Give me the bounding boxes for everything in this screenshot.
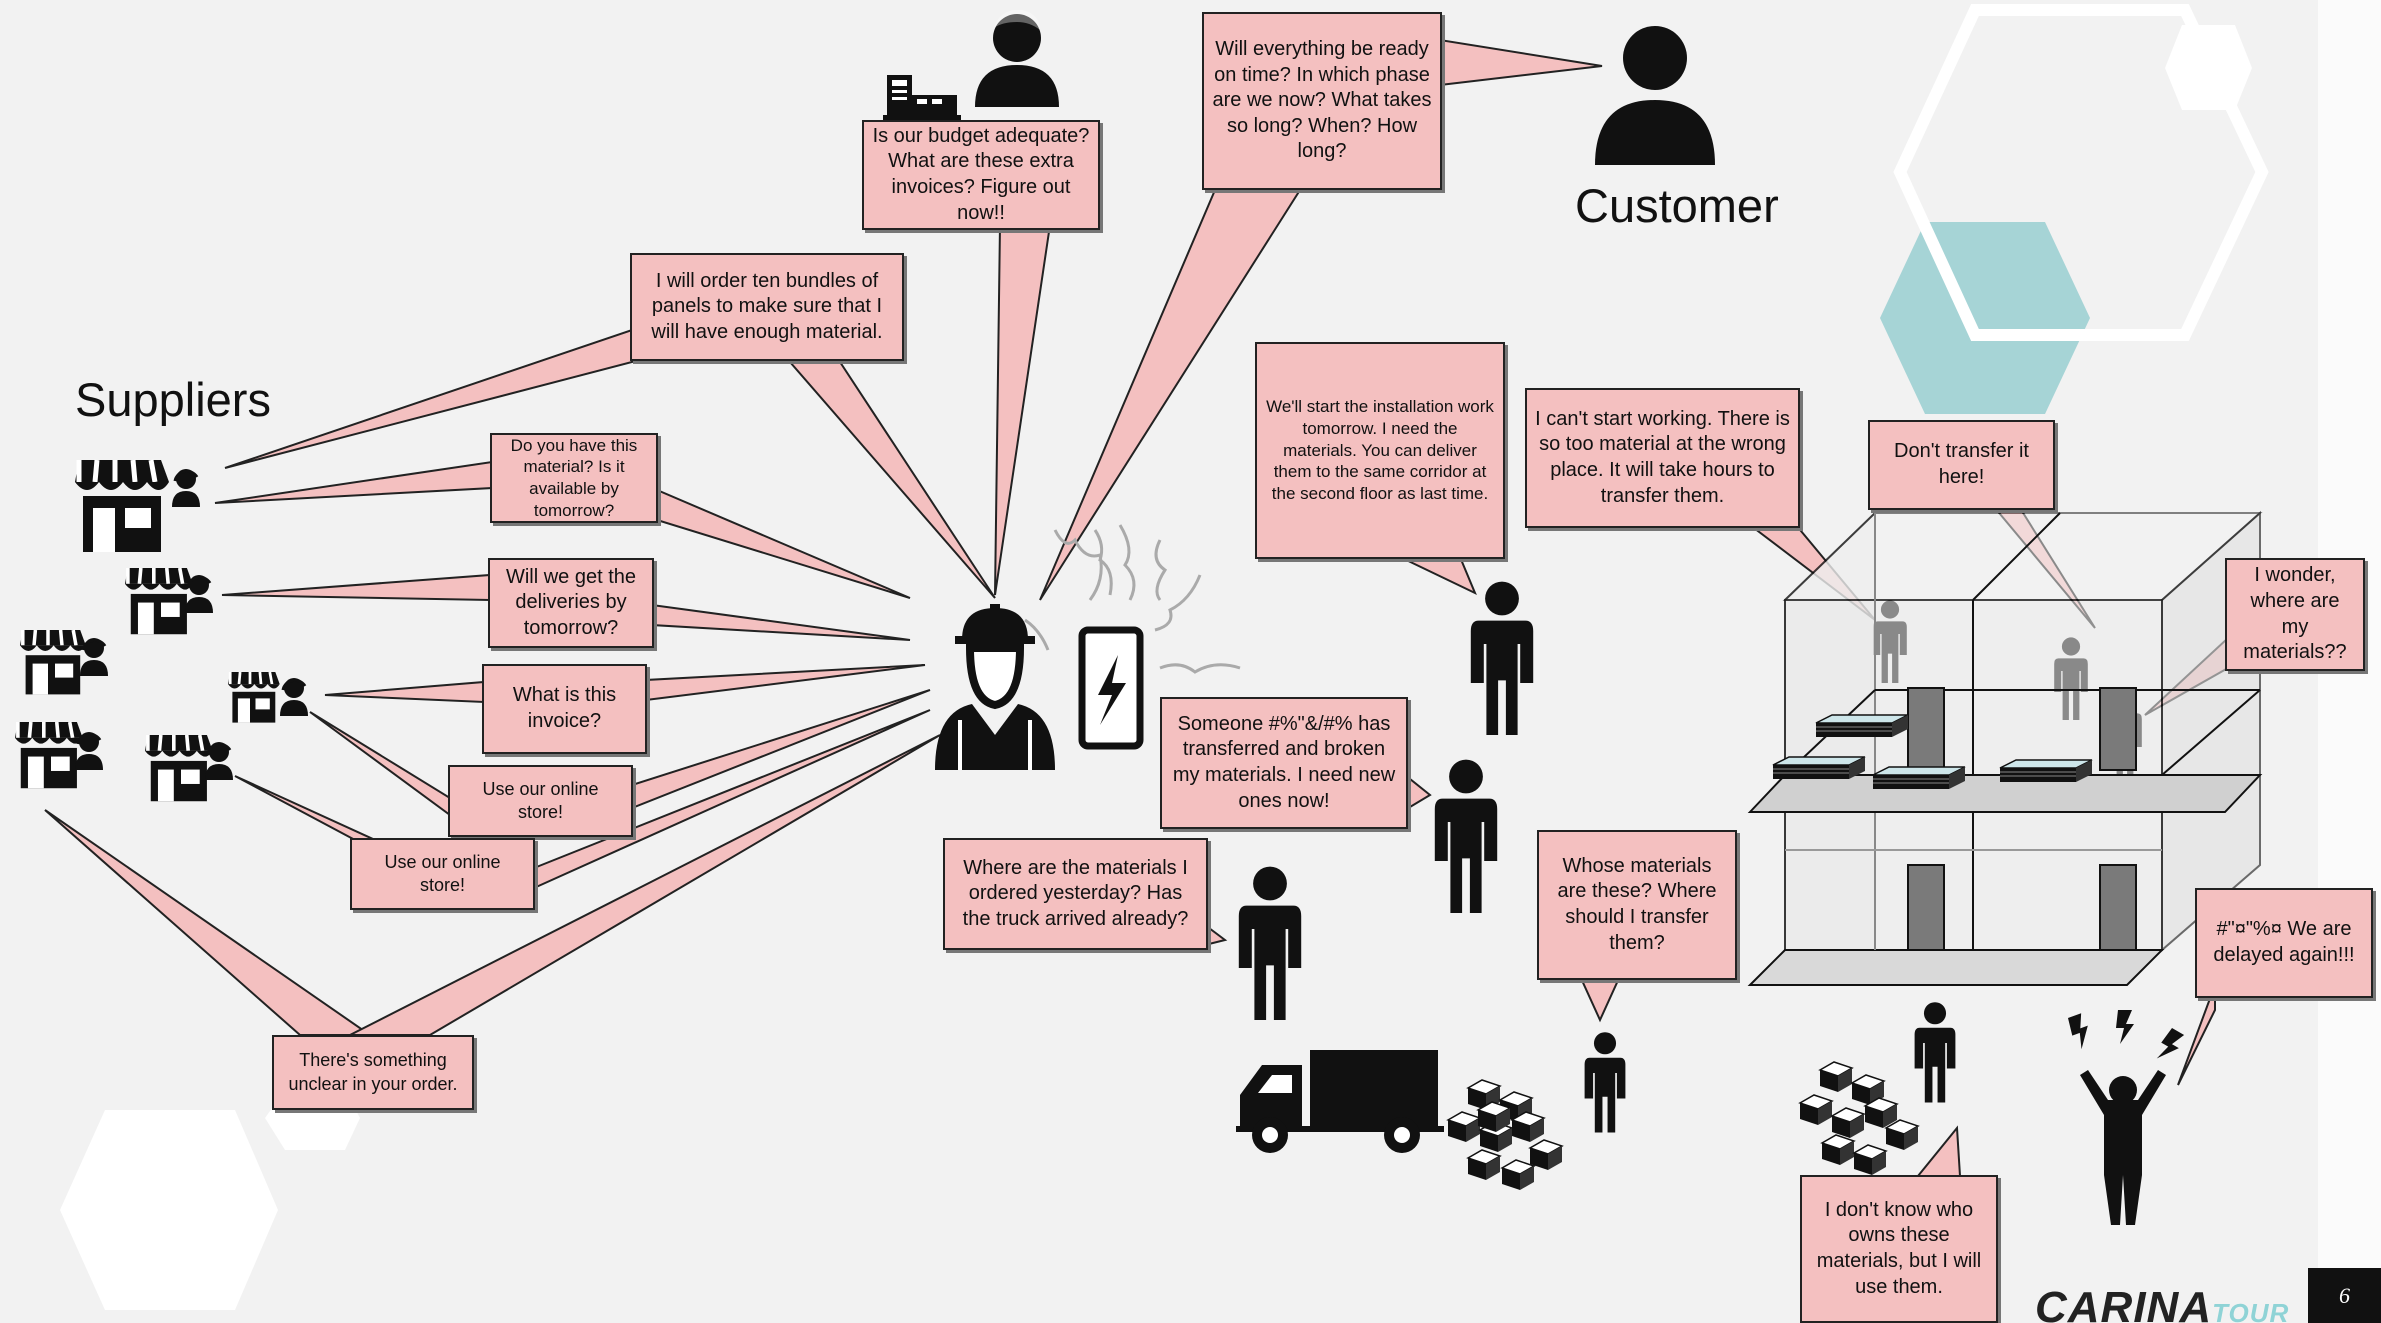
person-headset-icon: [78, 636, 110, 678]
store-icon: [226, 670, 282, 724]
dont-transfer-bubble: Don't transfer it here!: [1868, 420, 2055, 510]
brand-main: CARINA: [2035, 1283, 2213, 1323]
brand-sub: TOUR: [2212, 1298, 2290, 1323]
broken-materials-bubble: Someone #%"&/#% has transferred and brok…: [1160, 697, 1408, 829]
person-icon: [1914, 1002, 1956, 1103]
brand-logo: CARINATOUR: [2035, 1283, 2289, 1323]
store-icon: [123, 566, 195, 637]
hexagon-decoration: [1880, 222, 2090, 414]
boxes-icon: [1872, 766, 1966, 790]
cant-start-bubble: I can't start working. There is so too m…: [1525, 388, 1800, 528]
person-headset-icon: [183, 573, 215, 615]
building-icon: [1747, 510, 2263, 986]
hexagon-decoration: [2165, 25, 2252, 110]
person-icon: [975, 9, 1059, 107]
person-headset-icon: [278, 676, 310, 718]
unclear-order-bubble: There's something unclear in your order.: [272, 1035, 474, 1110]
where-materials-bubble: Where are the materials I ordered yester…: [943, 838, 1208, 950]
deliveries-bubble: Will we get the deliveries by tomorrow?: [488, 558, 654, 648]
store-icon: [143, 733, 215, 804]
lightning-icon: [2066, 1012, 2095, 1051]
delayed-bubble: #"¤"%¤ We are delayed again!!!: [2195, 888, 2373, 998]
boxes-icon: [1799, 1061, 1919, 1176]
wonder-bubble: I wonder, where are my materials??: [2225, 558, 2365, 671]
hexagon-decoration: [1893, 4, 2269, 341]
boxes-icon: [1815, 714, 1909, 738]
hexagon-decoration: [60, 1110, 278, 1310]
lightning-icon: [2116, 1010, 2134, 1044]
phone-lightning-icon: [1024, 524, 1241, 750]
suppliers-label: Suppliers: [75, 373, 271, 426]
person-icon: [2080, 1070, 2166, 1225]
dont-know-bubble: I don't know who owns these materials, b…: [1800, 1175, 1998, 1323]
boxes-icon: [1447, 1079, 1563, 1191]
person-headset-icon: [203, 740, 235, 782]
order-panels-bubble: I will order ten bundles of panels to ma…: [630, 253, 904, 361]
material-available-bubble: Do you have this material? Is it availab…: [490, 433, 658, 523]
whose-materials-bubble: Whose materials are these? Where should …: [1537, 830, 1737, 980]
installation-bubble: We'll start the installation work tomorr…: [1255, 342, 1505, 559]
store-icon: [75, 460, 169, 552]
invoice-bubble: What is this invoice?: [482, 664, 647, 754]
person-icon: [1238, 866, 1302, 1020]
lightning-icon: [2153, 1027, 2186, 1066]
person-icon: [1434, 759, 1498, 913]
budget-bubble: Is our budget adequate? What are these e…: [862, 120, 1100, 230]
person-icon: [1595, 26, 1715, 165]
worker-helmet-icon: [935, 604, 1055, 770]
customer-label: Customer: [1575, 179, 1779, 232]
slide-number: 6: [2308, 1268, 2381, 1323]
person-icon: [1470, 581, 1534, 735]
person-headset-icon: [170, 467, 202, 509]
person-headset-icon: [73, 730, 105, 772]
customer-question-bubble: Will everything be ready on time? In whi…: [1202, 12, 1442, 190]
boxes-icon: [1999, 759, 2093, 783]
truck-icon: [1236, 1050, 1444, 1153]
store-icon: [18, 628, 88, 697]
boxes-icon: [1772, 756, 1866, 780]
store-icon: [13, 720, 85, 791]
person-icon: [1584, 1032, 1626, 1133]
online-store-bubble-1: Use our online store!: [448, 765, 633, 837]
online-store-bubble-2: Use our online store!: [350, 838, 535, 910]
